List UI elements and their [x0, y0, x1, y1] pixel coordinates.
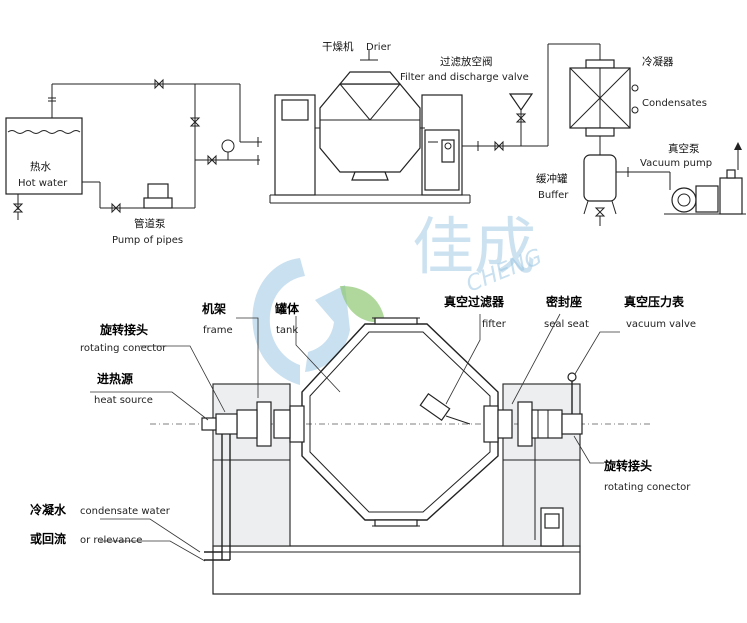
- rotating-connector-right: [561, 413, 583, 435]
- line-valve-icon: [494, 140, 504, 152]
- buffer-drain-icon: [594, 207, 606, 217]
- buffer-label-en: Buffer: [538, 190, 569, 201]
- rotating-right-label-en: rotating conector: [604, 482, 691, 493]
- drier-label-en: Drier: [366, 42, 392, 53]
- pipe-pump-label-cn: 管道泵: [134, 217, 166, 230]
- buffer-label-cn: 缓冲罐: [536, 172, 568, 185]
- pipe-pump-label-en: Pump of pipes: [112, 235, 183, 246]
- heat-source-label-cn: 进热源: [97, 371, 133, 386]
- hot-water-tank: 热水 Hot water: [5, 78, 240, 220]
- vacuum-filter-label-en: fifter: [482, 319, 507, 330]
- condenser-label-cn: 冷凝器: [642, 55, 674, 68]
- relevance-label-en: or relevance: [80, 535, 142, 546]
- drier-top: 干燥机 Drier: [269, 40, 471, 204]
- filter-funnel-icon: [508, 93, 534, 112]
- rotating-left-label-cn: 旋转接头: [99, 322, 148, 337]
- relevance-label-cn: 或回流: [30, 531, 66, 546]
- vacuum-gauge-icon: [567, 372, 577, 382]
- rotating-left-label-en: rotating conector: [80, 343, 167, 354]
- vacuum-filter-element: [419, 392, 451, 422]
- condensate-label-en: condensate water: [80, 506, 171, 517]
- pipe-pump: 管道泵 Pump of pipes: [82, 84, 262, 246]
- pump-valve-icon: [111, 202, 121, 214]
- leader-lines: [90, 313, 620, 562]
- vacuum-pump: 真空泵 Vacuum pump: [640, 142, 746, 215]
- condenser: 冷凝器 Condensates: [569, 55, 707, 155]
- seal-seat-label-en: seal seat: [544, 319, 589, 330]
- heat-source-label-en: heat source: [94, 395, 153, 406]
- watermark-cn: 佳成: [412, 210, 536, 283]
- frame-label-en: frame: [203, 325, 233, 336]
- drain-valve-icon: [12, 203, 24, 213]
- section-labels: 机架 frame 旋转接头 rotating conector 进热源 heat…: [30, 294, 696, 546]
- riser-valve-icon: [189, 117, 201, 127]
- drier-section: [150, 317, 650, 595]
- vacuum-pump-label-en: Vacuum pump: [640, 158, 712, 169]
- discharge-valve-icon: [515, 113, 527, 123]
- pressure-gauge-icon: [221, 139, 235, 153]
- frame-label-cn: 机架: [202, 301, 226, 316]
- rotating-right-label-cn: 旋转接头: [603, 458, 652, 473]
- gauge-label-cn: 真空压力表: [624, 294, 685, 309]
- filter-discharge-valve: 过滤放空阀 Filter and discharge valve: [400, 43, 601, 152]
- hot-water-label-cn: 热水: [30, 160, 51, 173]
- seal-seat: [497, 409, 513, 439]
- tank-inner: [309, 331, 491, 513]
- inlet-valve-icon: [207, 154, 217, 166]
- vacuum-pump-label-cn: 真空泵: [668, 142, 700, 155]
- hot-water-label-en: Hot water: [18, 178, 68, 189]
- rotating-connector-left: [215, 413, 238, 435]
- condenser-label-en: Condensates: [642, 98, 707, 109]
- filter-label-cn: 过滤放空阀: [440, 55, 493, 68]
- seal-seat-label-cn: 密封座: [546, 294, 582, 309]
- tank-label-cn: 罐体: [274, 301, 300, 316]
- gauge-label-en: vacuum valve: [626, 319, 696, 330]
- tank-label-en: tank: [276, 325, 298, 336]
- buffer-tank: 缓冲罐 Buffer: [536, 154, 670, 226]
- exhaust-arrow-icon: [734, 142, 742, 150]
- vacuum-filter-label-cn: 真空过滤器: [444, 294, 505, 309]
- drier-label-cn: 干燥机: [322, 40, 354, 53]
- filter-label-en: Filter and discharge valve: [400, 72, 529, 83]
- leaf-icon: [340, 285, 385, 323]
- return-valve-icon: [154, 78, 164, 90]
- condensate-label-cn: 冷凝水: [30, 502, 67, 517]
